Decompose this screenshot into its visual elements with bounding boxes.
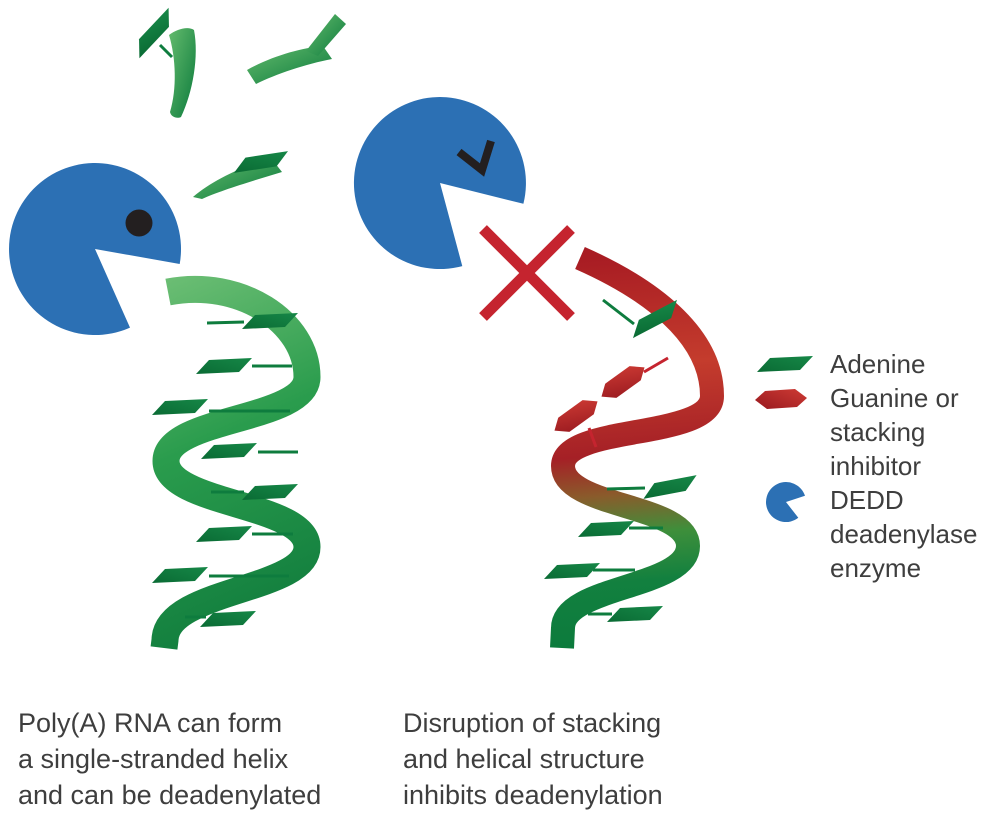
ribbon-piece bbox=[247, 46, 332, 84]
adenine-base bbox=[196, 526, 252, 542]
adenine-base bbox=[544, 563, 600, 579]
legend-label-adenine: Adenine bbox=[830, 349, 926, 379]
legend-label-dedd-line: enzyme bbox=[830, 553, 922, 583]
released-adenine-fragment bbox=[128, 7, 196, 118]
legend-label-guanine-line: Guanine or bbox=[830, 383, 959, 413]
legend-label-dedd-line: DEDD bbox=[830, 485, 904, 515]
dedd-enzyme-pacman-icon bbox=[9, 163, 182, 336]
base-stem bbox=[587, 427, 598, 448]
caption-line: and helical structure bbox=[403, 744, 645, 774]
adenine-base bbox=[607, 606, 663, 622]
adenine-base bbox=[641, 475, 699, 499]
blocked-x-icon bbox=[479, 225, 575, 321]
caption-line: Disruption of stacking bbox=[403, 708, 662, 738]
caption-line: a single-stranded helix bbox=[18, 744, 289, 774]
released-adenine-fragment bbox=[193, 151, 290, 199]
legend: Adenine Guanine or stacking inhibitor DE… bbox=[830, 347, 977, 585]
dedd-enzyme-right bbox=[353, 97, 526, 270]
adenine-base bbox=[152, 399, 208, 415]
base-stem bbox=[606, 486, 646, 491]
dedd-enzyme-pacman-icon bbox=[353, 97, 526, 270]
left-rna-helix bbox=[150, 275, 321, 650]
adenine-base bbox=[201, 443, 257, 459]
adenine-base bbox=[578, 521, 634, 537]
guanine-inhibitor-hexagon-icon bbox=[755, 389, 807, 409]
adenine-base bbox=[242, 484, 298, 500]
dedd-enzyme-left bbox=[9, 163, 182, 336]
base-stem bbox=[602, 298, 635, 326]
enzyme-closed-eye-icon bbox=[456, 139, 495, 177]
caption-line: and can be deadenylated bbox=[18, 780, 322, 810]
x-stroke bbox=[479, 225, 575, 321]
released-adenine-fragment bbox=[247, 14, 346, 84]
guanine-inhibitor-base bbox=[595, 359, 651, 405]
released-adenine-fragments bbox=[128, 7, 346, 199]
caption-line: Poly(A) RNA can form bbox=[18, 708, 283, 738]
caption-right: Disruption of stacking and helical struc… bbox=[403, 705, 663, 813]
caption-line: inhibits deadenylation bbox=[403, 780, 663, 810]
right-rna-helix bbox=[544, 247, 725, 649]
rna-ribbon bbox=[550, 247, 725, 649]
legend-label-dedd-line: deadenylase bbox=[830, 519, 978, 549]
adenine-base bbox=[152, 567, 208, 583]
rna-ribbon bbox=[150, 275, 321, 650]
enzyme-eye-icon bbox=[125, 209, 153, 237]
legend-swatches bbox=[755, 356, 813, 523]
base-stem bbox=[206, 320, 245, 325]
legend-label-guanine-line: inhibitor bbox=[830, 451, 922, 481]
adenine-base bbox=[196, 358, 252, 374]
adenine-parallelogram-icon bbox=[757, 356, 813, 372]
caption-left: Poly(A) RNA can form a single-stranded h… bbox=[18, 705, 321, 813]
base-stem bbox=[643, 356, 669, 374]
base-stem bbox=[158, 43, 174, 59]
dedd-enzyme-pacman-icon bbox=[765, 482, 805, 523]
adenine-base bbox=[306, 14, 346, 56]
ribbon-piece bbox=[169, 28, 196, 118]
legend-label-guanine-line: stacking bbox=[830, 417, 926, 447]
